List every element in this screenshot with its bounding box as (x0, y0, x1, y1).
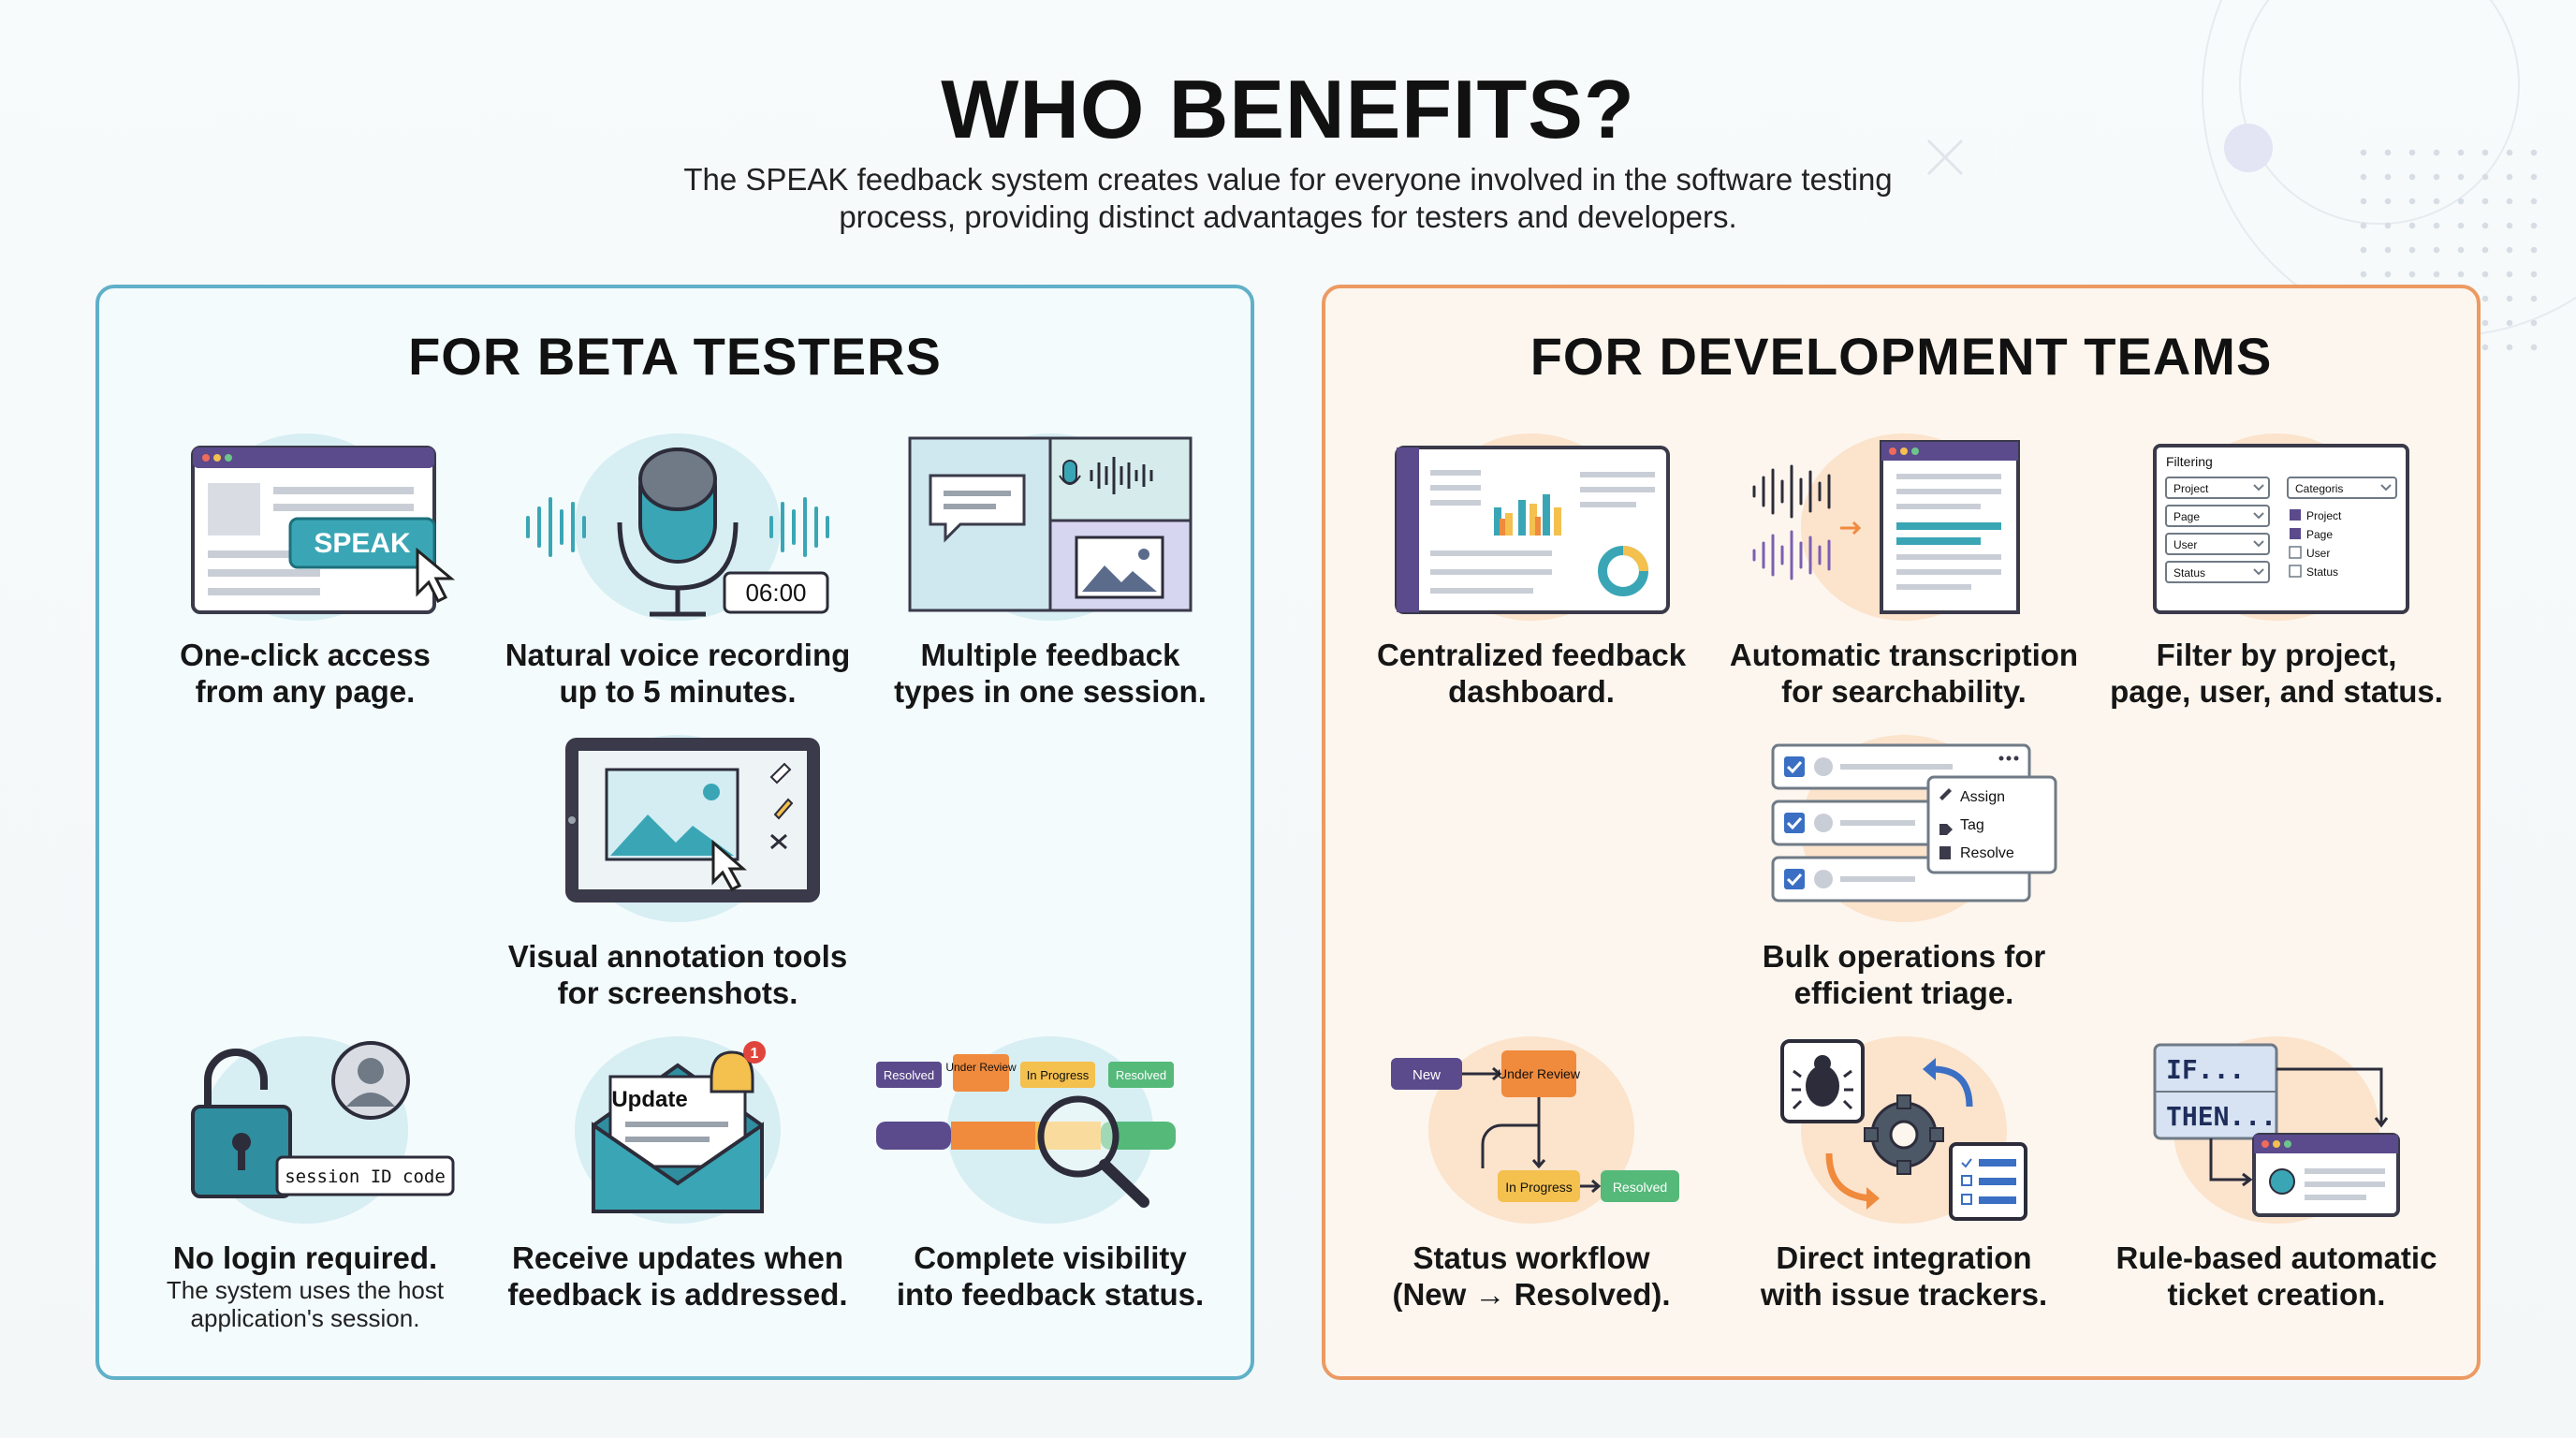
benefit-issue-tracker-integration: Direct integration with issue trackers. (1717, 1032, 2091, 1313)
update-label: Update (611, 1087, 687, 1112)
caption-sub-line: application's session. (190, 1304, 420, 1332)
caption-line: from any page. (195, 674, 416, 709)
microphone-icon: 06:00 (526, 448, 829, 617)
caption-sub-line: The system uses the host (166, 1276, 445, 1304)
state-label: Resolved (1613, 1180, 1667, 1195)
caption-line: dashboard. (1448, 674, 1615, 709)
speak-button-icon: SPEAK (191, 446, 456, 614)
page-subtitle: The SPEAK feedback system creates value … (683, 162, 1893, 234)
benefit-bulk-operations: Assign Tag Resolve Bulk operations for e… (1717, 730, 2091, 1011)
caption-line: Direct integration (1776, 1240, 2032, 1275)
speak-button-label: SPEAK (314, 528, 411, 559)
decor-dot (2224, 124, 2273, 172)
filter-title: Filtering (2166, 454, 2213, 469)
caption-line: Filter by project, (2156, 638, 2397, 672)
caption-line: ticket creation. (2167, 1277, 2386, 1312)
caption-line: up to 5 minutes. (559, 674, 797, 709)
caption-line: page, user, and status. (2110, 674, 2443, 709)
check-label: Page (2306, 528, 2333, 541)
unlocked-session-icon: session ID code (191, 1041, 455, 1198)
menu-item-label: Resolve (1960, 845, 2014, 861)
check-label: Project (2306, 509, 2342, 522)
caption-line: for searchability. (1781, 674, 2027, 709)
caption-line: Receive updates when (512, 1240, 843, 1275)
caption-line: No login required. (172, 1240, 438, 1275)
tag-label: Resolved (1116, 1068, 1166, 1082)
filter-panel-icon: Filtering Project Page User Status Categ… (2153, 444, 2409, 614)
benefit-status-workflow: New Under Review In Progress Resolved St… (1344, 1032, 1719, 1313)
dashboard-icon (1395, 446, 1670, 614)
tag-label: Under Review (945, 1061, 1017, 1074)
panel-title: FOR BETA TESTERS (408, 327, 942, 386)
benefit-central-dashboard: Centralized feedback dashboard. (1344, 429, 1719, 710)
caption-line: Visual annotation tools (507, 939, 848, 974)
caption-line: Rule-based automatic (2115, 1240, 2437, 1275)
benefit-filter: Filtering Project Page User Status Categ… (2089, 429, 2464, 710)
caption-line: Automatic transcription (1729, 638, 2079, 672)
caption-line: for screenshots. (557, 976, 798, 1010)
then-label: THEN... (2166, 1101, 2276, 1132)
caption-line: Complete visibility (914, 1240, 1187, 1275)
benefit-complete-visibility: Resolved Under Review In Progress Resolv… (863, 1032, 1237, 1313)
benefit-feedback-types: Multiple feedback types in one session. (863, 429, 1237, 710)
bulk-operations-icon: Assign Tag Resolve (1771, 743, 2057, 902)
development-teams-panel: FOR DEVELOPMENT TEAMS Centralized feedba… (1322, 285, 2481, 1380)
status-timeline-icon: Resolved Under Review In Progress Resolv… (876, 1054, 1176, 1208)
caption-line: Bulk operations for (1762, 939, 2046, 974)
status-workflow-icon: New Under Review In Progress Resolved (1391, 1050, 1679, 1202)
caption-line: (New → Resolved). (1392, 1277, 1671, 1312)
check-label: User (2306, 547, 2330, 560)
caption-line: Status workflow (1412, 1240, 1650, 1275)
if-label: IF... (2166, 1054, 2245, 1085)
beta-testers-panel: FOR BETA TESTERS SPEAK One-click access (95, 285, 1254, 1380)
caption-line: into feedback status. (896, 1277, 1205, 1312)
filter-select-label: User (2174, 538, 2197, 551)
panel-title: FOR DEVELOPMENT TEAMS (1530, 327, 2273, 386)
state-label: New (1412, 1067, 1441, 1083)
filter-select-label: Status (2174, 566, 2205, 580)
benefit-rule-based-tickets: IF... THEN... Rule-based automatic ticke… (2089, 1032, 2464, 1313)
bell-badge-count: 1 (751, 1046, 759, 1062)
feedback-types-icon (908, 436, 1193, 612)
check-label: Status (2306, 565, 2338, 579)
menu-item-label: Tag (1960, 817, 1984, 833)
caption-line: Centralized feedback (1376, 638, 1687, 672)
session-id-label: session ID code (285, 1167, 446, 1187)
caption-line: One-click access (180, 638, 431, 672)
decor-cross (1925, 137, 1966, 178)
annotation-tablet-icon (565, 738, 820, 902)
tag-label: Resolved (884, 1068, 934, 1082)
benefit-receive-updates: Update 1 Receive updates when feedback i… (490, 1032, 865, 1313)
caption-line: Multiple feedback (920, 638, 1180, 672)
category-select-label: Categoris (2295, 482, 2343, 495)
tag-label: In Progress (1027, 1068, 1090, 1082)
email-update-icon: Update 1 (592, 1041, 766, 1213)
state-label: In Progress (1505, 1180, 1573, 1195)
timer-label: 06:00 (745, 579, 806, 607)
benefit-no-login: session ID code No login required. The s… (118, 1032, 492, 1332)
issue-tracker-icon (1780, 1039, 2027, 1221)
page-title: WHO BENEFITS? (941, 63, 1635, 155)
benefit-voice-recording: 06:00 Natural voice recording up to 5 mi… (490, 429, 865, 710)
caption-line: with issue trackers. (1760, 1277, 2048, 1312)
caption-line: feedback is addressed. (507, 1277, 848, 1312)
benefit-auto-transcription: Automatic transcription for searchabilit… (1717, 429, 2091, 710)
filter-select-label: Project (2174, 482, 2209, 495)
state-label: Under Review (1498, 1066, 1581, 1081)
caption-line: efficient triage. (1793, 976, 2014, 1010)
benefit-visual-annotation: Visual annotation tools for screenshots. (490, 730, 865, 1011)
menu-item-label: Assign (1960, 789, 2005, 805)
caption-line: Natural voice recording (505, 638, 851, 672)
rule-automation-icon: IF... THEN... (2153, 1043, 2400, 1217)
caption-line: types in one session. (894, 674, 1207, 709)
filter-select-label: Page (2174, 510, 2200, 523)
transcription-icon (1752, 440, 2020, 614)
benefit-one-click-access: SPEAK One-click access from any page. (118, 429, 492, 710)
